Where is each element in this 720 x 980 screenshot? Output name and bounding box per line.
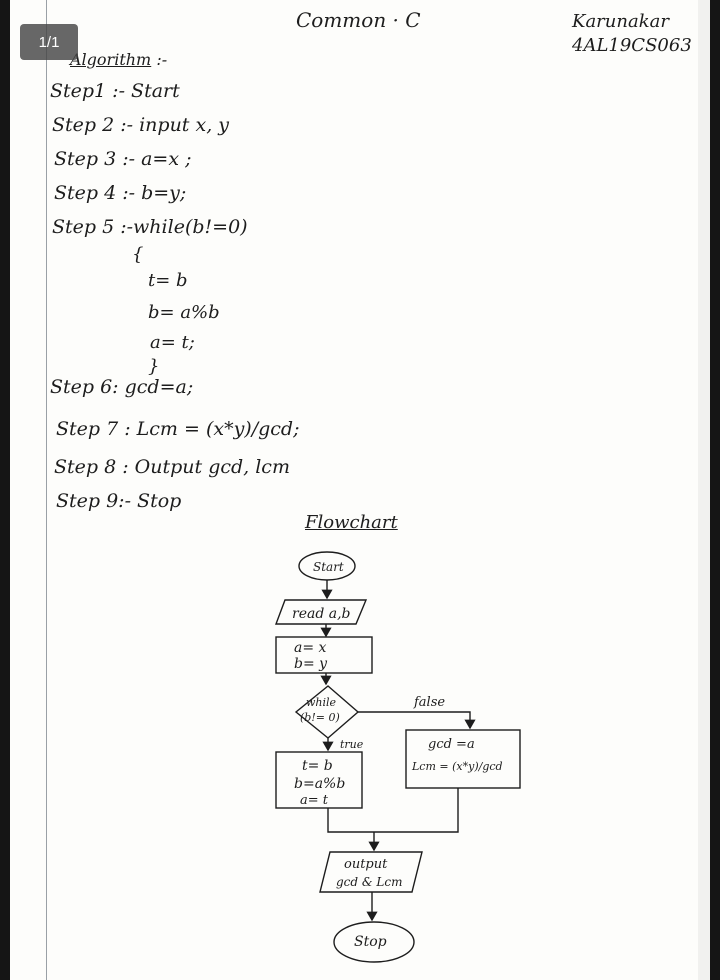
algorithm-step-6: Step 6: gcd=a; xyxy=(50,376,194,398)
page-edge-strip xyxy=(698,0,710,980)
page-counter: 1/1 xyxy=(20,24,78,60)
output-label-1: output xyxy=(344,857,388,872)
output-io-box xyxy=(319,851,423,893)
stop-terminal xyxy=(333,921,415,963)
author-block: Karunakar 4AL19CS063 xyxy=(572,10,692,58)
notebook-page: Common · C Karunakar 4AL19CS063 Algorith… xyxy=(10,0,710,980)
true-branch-label: true xyxy=(340,738,364,751)
loop-line-2: b= a%b xyxy=(148,302,220,323)
loop-line-1: t= b xyxy=(148,270,188,291)
decision-label-2: (b!= 0) xyxy=(300,711,340,724)
assign-label-2: b= y xyxy=(294,656,328,672)
false-branch-label: false xyxy=(413,695,445,710)
assign-label-1: a= x xyxy=(294,640,327,656)
page-title: Common · C xyxy=(296,8,421,32)
loop-close-brace: } xyxy=(148,356,160,377)
connector-loop-join xyxy=(327,808,374,833)
algorithm-heading-suffix: :- xyxy=(156,50,168,69)
algorithm-step-1: Step1 :- Start xyxy=(50,80,180,102)
algorithm-step-7: Step 7 : Lcm = (x*y)/gcd; xyxy=(56,418,300,440)
loop-process-box xyxy=(275,751,363,809)
algorithm-step-8: Step 8 : Output gcd, lcm xyxy=(54,456,290,478)
result-label-2: Lcm = (x*y)/gcd xyxy=(411,760,503,773)
algorithm-step-2: Step 2 :- input x, y xyxy=(52,114,230,136)
loop-label-1: t= b xyxy=(302,758,333,774)
result-label-1: gcd =a xyxy=(428,737,475,752)
assign-process-box xyxy=(275,636,373,674)
result-process-box xyxy=(405,729,521,789)
algorithm-step-5: Step 5 :-while(b!=0) xyxy=(52,216,248,238)
author-name: Karunakar xyxy=(572,11,669,32)
decision-label-1: while xyxy=(306,696,337,709)
read-io-box xyxy=(274,599,368,625)
read-label: read a,b xyxy=(292,606,351,622)
algorithm-step-3: Step 3 :- a=x ; xyxy=(54,148,192,170)
flowchart-diagram: Start read a,b a= x b= y while (b!= 0) f… xyxy=(274,551,521,963)
algorithm-step-4: Step 4 :- b=y; xyxy=(54,182,187,204)
algorithm-step-9: Step 9:- Stop xyxy=(56,490,182,512)
algorithm-heading-text: Algorithm xyxy=(70,50,152,69)
loop-label-2: b=a%b xyxy=(294,776,345,792)
flowchart-title: Flowchart xyxy=(305,512,398,533)
stop-label: Stop xyxy=(354,934,387,950)
connector-result-join xyxy=(374,788,459,833)
connector-false-branch xyxy=(358,711,476,730)
loop-open-brace: { xyxy=(132,244,144,265)
margin-line xyxy=(46,0,47,980)
algorithm-heading: Algorithm :- xyxy=(70,50,167,69)
start-label: Start xyxy=(313,560,344,574)
loop-label-3: a= t xyxy=(300,793,329,808)
author-id: 4AL19CS063 xyxy=(572,35,692,56)
loop-line-3: a= t; xyxy=(150,332,195,353)
output-label-2: gcd & Lcm xyxy=(336,875,402,889)
